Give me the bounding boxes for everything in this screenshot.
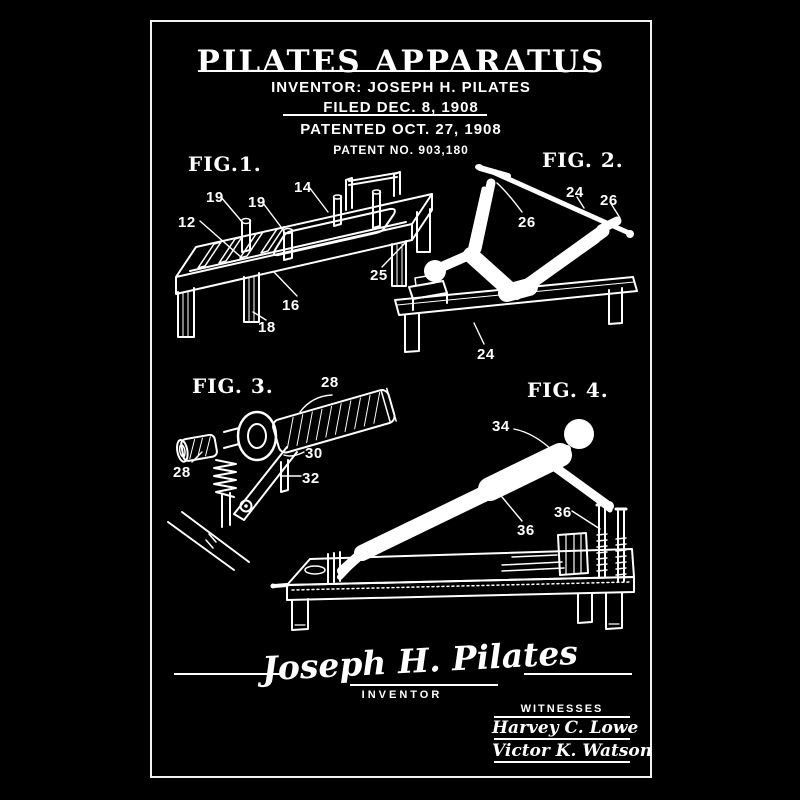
fig4-leader-lines <box>501 428 601 530</box>
patented-line: PATENTED OCT. 27, 1908 <box>300 121 502 138</box>
ref-numeral: 24 <box>477 346 495 363</box>
fig1-reformer-bench-drawing <box>175 171 433 338</box>
poster-frame: PILATES APPARATUS INVENTOR: JOSEPH H. PI… <box>150 20 652 778</box>
ref-numeral: 28 <box>321 374 339 391</box>
witness-line <box>494 761 630 763</box>
witness-signature: Harvey C. Lowe <box>492 718 639 738</box>
ref-numeral: 25 <box>370 267 388 284</box>
ref-numeral: 19 <box>248 194 266 211</box>
fig1-label: FIG.1. <box>188 152 262 176</box>
fig3-leader-lines <box>191 394 333 485</box>
fig2-man-leg-press-drawing <box>394 164 638 353</box>
fig4-label: FIG. 4. <box>527 378 609 402</box>
witness-signature: Victor K. Watson <box>492 741 653 761</box>
inventor-caption: INVENTOR <box>361 689 443 701</box>
ref-numeral: 19 <box>206 189 224 206</box>
fig3-roller-spring-drawing <box>167 387 397 571</box>
ref-numeral: 36 <box>517 522 535 539</box>
title-underline <box>209 70 593 72</box>
ref-numeral: 16 <box>282 297 300 314</box>
fig3-label: FIG. 3. <box>192 374 274 398</box>
ref-numeral: 26 <box>600 192 618 209</box>
signature-underline <box>350 684 498 686</box>
ref-numeral: 14 <box>294 179 312 196</box>
right-rule <box>524 673 632 675</box>
fig2-leader-lines <box>473 182 621 345</box>
patent-number-line: PATENT NO. 903,180 <box>333 143 469 157</box>
ref-numeral: 24 <box>566 184 584 201</box>
witness-line <box>494 738 630 740</box>
ref-numeral: 32 <box>302 470 320 487</box>
filed-line: FILED DEC. 8, 1908 <box>323 99 479 116</box>
ref-numeral: 36 <box>554 504 572 521</box>
witnesses-heading: WITNESSES <box>520 703 604 715</box>
filed-underline <box>283 114 487 116</box>
page-title: PILATES APPARATUS <box>196 44 606 80</box>
ref-numeral: 26 <box>518 214 536 231</box>
ref-numeral: 12 <box>178 214 196 231</box>
fig4-man-plank-drawing <box>270 419 635 631</box>
ref-numeral: 34 <box>492 418 510 435</box>
witness-line <box>494 716 630 718</box>
ref-numeral: 18 <box>258 319 276 336</box>
left-rule <box>174 673 282 675</box>
ref-numeral: 28 <box>173 464 191 481</box>
fig1-leader-lines <box>199 186 407 321</box>
fig2-label: FIG. 2. <box>542 148 624 172</box>
ref-numeral: 30 <box>305 445 323 462</box>
inventor-line: INVENTOR: JOSEPH H. PILATES <box>271 79 531 96</box>
